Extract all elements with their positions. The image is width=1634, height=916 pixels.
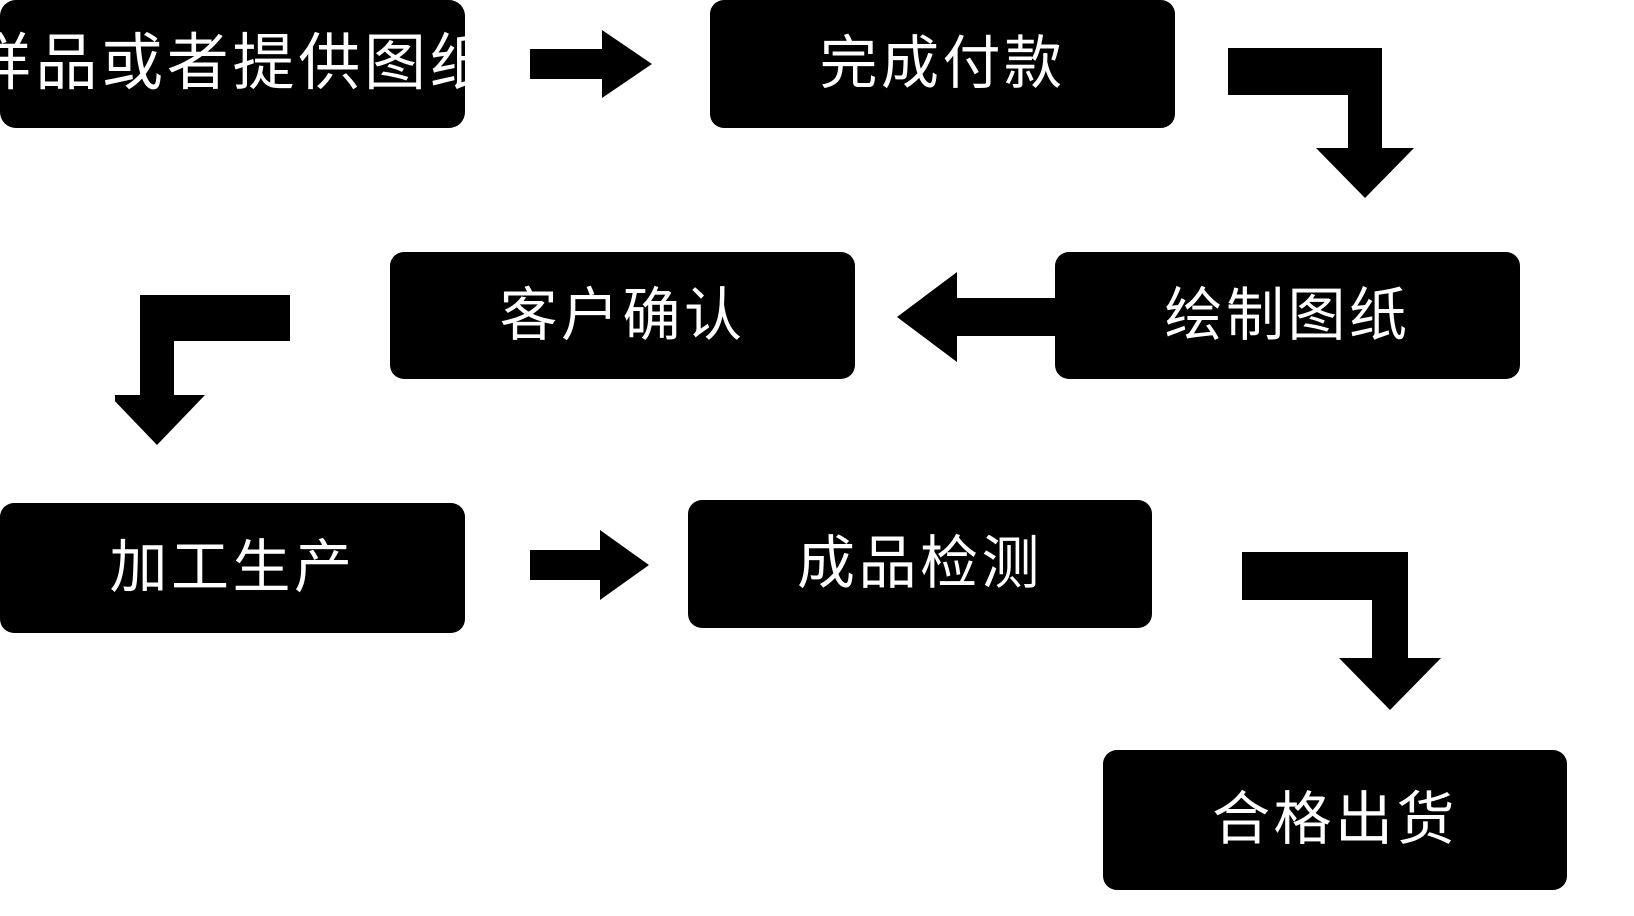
flow-node-draw[interactable]: 绘制图纸 — [1055, 252, 1520, 379]
arrow-right-sample-to-payment — [530, 30, 655, 98]
flow-node-inspect[interactable]: 成品检测 — [688, 500, 1152, 628]
flow-node-produce[interactable]: 加工生产 — [0, 503, 465, 633]
flow-node-ship-label: 合格出货 — [1212, 787, 1458, 852]
arrow-elbow-inspect-to-ship — [1236, 540, 1466, 716]
flow-node-confirm[interactable]: 客户确认 — [390, 252, 855, 379]
flow-node-confirm-label: 客户确认 — [499, 282, 746, 348]
flow-node-payment-label: 完成付款 — [819, 31, 1066, 96]
flow-node-sample-label: 样品或者提供图纸 — [0, 29, 496, 98]
flow-node-payment[interactable]: 完成付款 — [710, 0, 1175, 128]
flow-node-sample[interactable]: 样品或者提供图纸 — [0, 0, 492, 128]
flow-node-produce-label: 加工生产 — [109, 535, 356, 600]
flow-node-draw-label: 绘制图纸 — [1164, 282, 1411, 348]
flow-node-inspect-label: 成品检测 — [797, 531, 1043, 596]
arrow-left-draw-to-confirm — [895, 272, 1055, 362]
flow-node-ship[interactable]: 合格出货 — [1103, 750, 1567, 890]
arrow-elbow-confirm-to-produce — [115, 285, 305, 455]
arrow-elbow-payment-to-draw — [1222, 36, 1437, 206]
arrow-right-produce-to-inspect — [530, 530, 652, 600]
